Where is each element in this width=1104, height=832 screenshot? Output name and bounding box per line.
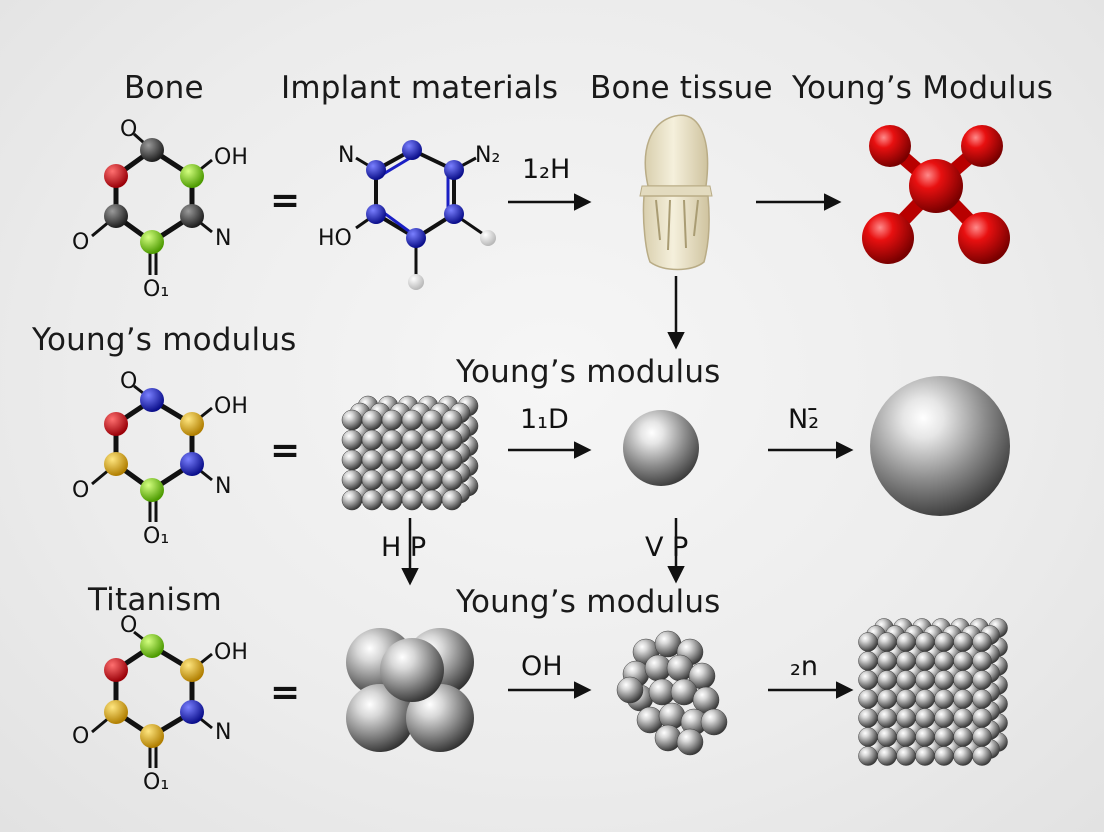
metal-ball xyxy=(859,652,878,671)
metal-ball xyxy=(954,690,973,709)
metal-ball xyxy=(655,725,681,751)
metal-ball xyxy=(442,490,462,510)
metal-ball xyxy=(859,709,878,728)
metal-ball xyxy=(973,633,992,652)
metal-sphere-cube xyxy=(342,396,478,510)
metal-sphere-medium xyxy=(623,410,699,486)
metal-ball xyxy=(677,729,703,755)
four-sphere-cluster xyxy=(346,628,474,752)
metal-ball xyxy=(897,671,916,690)
metal-ball xyxy=(935,747,954,766)
metal-ball xyxy=(916,709,935,728)
metal-ball xyxy=(916,652,935,671)
metal-ball xyxy=(973,728,992,747)
metal-ball xyxy=(362,410,382,430)
metal-ball xyxy=(402,430,422,450)
metal-ball xyxy=(442,470,462,490)
metal-ball xyxy=(878,747,897,766)
metal-ball xyxy=(878,652,897,671)
titanism-molecule xyxy=(92,632,212,768)
bone-tissue-image xyxy=(640,115,712,269)
metal-ball xyxy=(342,490,362,510)
metal-ball xyxy=(973,747,992,766)
metal-ball xyxy=(916,633,935,652)
metal-ball xyxy=(878,690,897,709)
metal-ball xyxy=(442,410,462,430)
metal-ball xyxy=(916,671,935,690)
red-molecule-model xyxy=(862,125,1010,264)
metal-ball xyxy=(954,671,973,690)
metal-ball xyxy=(422,490,442,510)
metal-ball xyxy=(954,652,973,671)
metal-ball xyxy=(954,709,973,728)
metal-ball xyxy=(342,450,362,470)
metal-ball xyxy=(859,633,878,652)
metal-sphere-cube-large xyxy=(859,619,1008,766)
metal-ball xyxy=(973,690,992,709)
metal-ball xyxy=(859,728,878,747)
metal-ball xyxy=(442,430,462,450)
metal-ball xyxy=(935,671,954,690)
metal-ball xyxy=(422,450,442,470)
metal-ball xyxy=(935,633,954,652)
implant-molecule xyxy=(356,140,496,290)
metal-ball xyxy=(916,728,935,747)
metal-ball xyxy=(382,430,402,450)
youngs-modulus-molecule xyxy=(92,386,212,522)
metal-ball xyxy=(935,652,954,671)
metal-ball xyxy=(878,709,897,728)
metal-ball xyxy=(897,747,916,766)
metal-ball xyxy=(402,470,422,490)
metal-ball xyxy=(422,410,442,430)
metal-ball xyxy=(422,470,442,490)
metal-ball xyxy=(362,490,382,510)
metal-ball xyxy=(935,690,954,709)
metal-ball xyxy=(897,709,916,728)
metal-ball xyxy=(897,652,916,671)
bone-molecule xyxy=(92,134,212,275)
metal-ball xyxy=(382,410,402,430)
metal-ball xyxy=(617,677,643,703)
metal-sphere-large xyxy=(870,376,1010,516)
metal-ball xyxy=(859,671,878,690)
metal-ball xyxy=(382,470,402,490)
metal-ball xyxy=(659,703,685,729)
metal-ball xyxy=(897,633,916,652)
metal-ball xyxy=(935,709,954,728)
metal-ball xyxy=(382,450,402,470)
metal-ball xyxy=(701,709,727,735)
metal-ball xyxy=(935,728,954,747)
metal-ball xyxy=(916,747,935,766)
metal-ball xyxy=(442,450,462,470)
metal-ball xyxy=(342,430,362,450)
metal-ball xyxy=(878,728,897,747)
metal-ball xyxy=(402,490,422,510)
metal-ball xyxy=(897,690,916,709)
metal-ball xyxy=(859,690,878,709)
metal-ball xyxy=(402,450,422,470)
metal-ball xyxy=(954,633,973,652)
metal-ball xyxy=(362,430,382,450)
metal-ball xyxy=(362,470,382,490)
metal-ball xyxy=(897,728,916,747)
metal-ball xyxy=(916,690,935,709)
metal-ball xyxy=(973,671,992,690)
metal-ball xyxy=(422,430,442,450)
metal-ball xyxy=(878,671,897,690)
small-sphere-cluster xyxy=(617,631,727,755)
metal-ball xyxy=(878,633,897,652)
metal-ball xyxy=(342,410,362,430)
metal-ball xyxy=(342,470,362,490)
metal-ball xyxy=(382,490,402,510)
metal-ball xyxy=(859,747,878,766)
metal-ball xyxy=(973,709,992,728)
metal-ball xyxy=(954,728,973,747)
metal-ball xyxy=(973,652,992,671)
metal-ball xyxy=(402,410,422,430)
metal-ball xyxy=(954,747,973,766)
metal-ball xyxy=(362,450,382,470)
